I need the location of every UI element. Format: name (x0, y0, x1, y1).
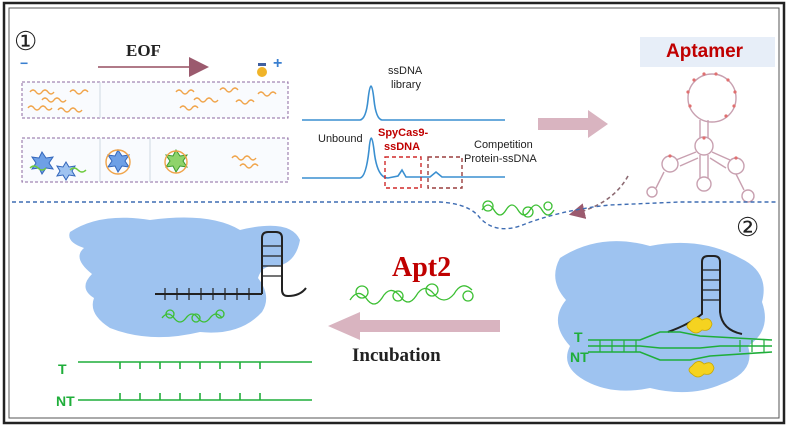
aptamer-title: Aptamer (666, 41, 744, 62)
curved-dashed-arrow (568, 175, 629, 219)
trace-ssdna-library (302, 85, 505, 121)
minus-sign: − (20, 55, 29, 71)
hairpin-right-ticks (702, 269, 720, 301)
ssdna-label-line2: library (391, 79, 421, 91)
competition-label-line1: Competition (474, 139, 533, 151)
incubation-arrow (328, 312, 500, 340)
spycas9-window (384, 156, 422, 189)
to-aptamer-arrow (538, 110, 608, 138)
step-marker-1: ① (14, 26, 38, 56)
capillary-bottom (21, 137, 289, 183)
protein-blob-right (555, 241, 765, 393)
cleavage-sites (686, 317, 715, 378)
aptamer-nucleotides (668, 72, 738, 160)
plus-sign: + (273, 55, 283, 72)
spycas9-label-line1: SpyCas9- (378, 127, 429, 139)
protein-complex-3 (164, 149, 189, 174)
inner-frame (8, 7, 780, 419)
aptamer-structure (646, 73, 755, 203)
aptamer-strand-apt2 (349, 283, 474, 305)
aptamer-bound-left (161, 309, 225, 323)
dna-ticks-right (599, 340, 765, 352)
section-divider (12, 201, 778, 230)
competition-window (427, 156, 463, 189)
protein-complex-1 (29, 151, 87, 181)
dna-strand-t-left (78, 361, 312, 369)
dna-strands-right (588, 331, 773, 361)
dna-strand-nt-left (78, 393, 312, 401)
unbound-label: Unbound (318, 133, 363, 145)
capillary-top (21, 81, 289, 119)
step-marker-2: ② (736, 212, 760, 242)
strand-nt-right-label: NT (570, 349, 589, 365)
trace-sample (302, 137, 505, 179)
competition-label-line2: Protein-ssDNA (464, 153, 537, 165)
spycas9-label-line2: ssDNA (384, 141, 421, 153)
apt2-label: Apt2 (392, 252, 452, 283)
electropherogram (302, 85, 505, 179)
ssdna-label-line1: ssDNA (388, 65, 423, 77)
protein-complex-2 (105, 149, 131, 175)
protein-blob-left (69, 217, 300, 338)
electrode-icon (257, 63, 267, 77)
incubation-label: Incubation (352, 345, 441, 366)
aptamer-header-box (640, 37, 775, 67)
hairpin-left (155, 231, 307, 298)
hairpin-left-ticks (164, 245, 282, 300)
strand-t-right-label: T (574, 329, 583, 345)
eof-label: EOF (126, 41, 161, 60)
strand-t-left-label: T (58, 361, 67, 377)
aptamer-strand-small (481, 200, 555, 218)
strand-nt-left-label: NT (56, 393, 75, 409)
